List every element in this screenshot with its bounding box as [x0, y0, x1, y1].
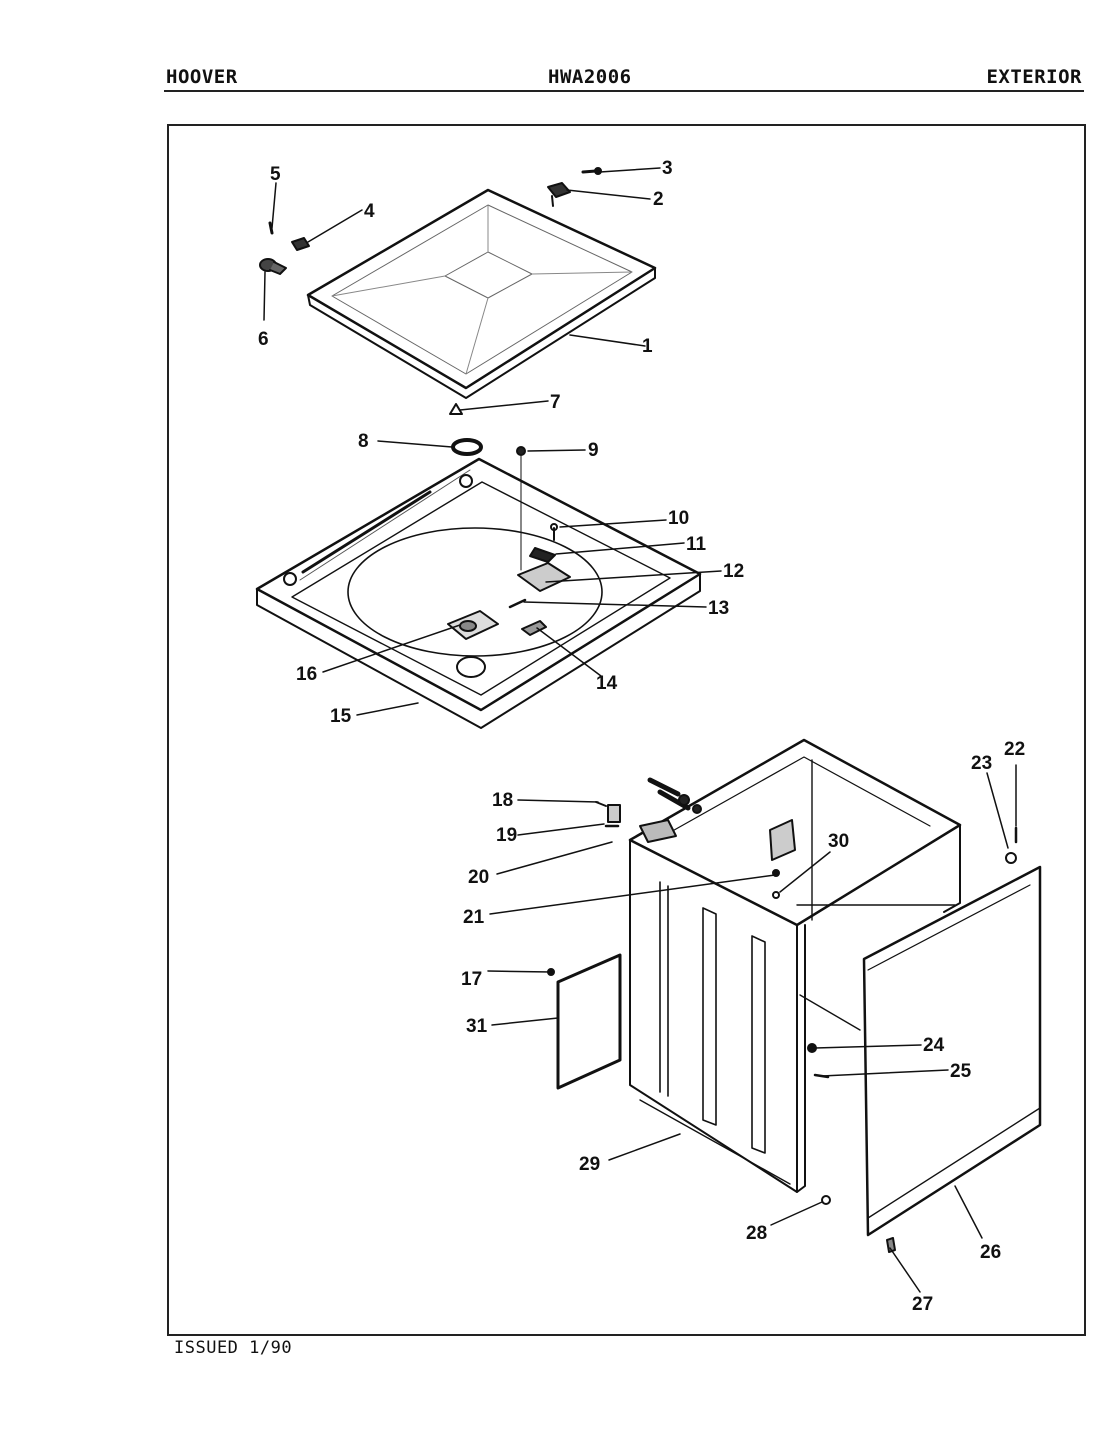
top-panel-part: [255, 446, 702, 729]
callout-15: 15: [330, 706, 352, 727]
callout-28: 28: [746, 1223, 767, 1244]
callout-30: 30: [828, 831, 849, 852]
callout-17: 17: [461, 969, 482, 990]
callout-13: 13: [708, 598, 729, 619]
callout-14: 14: [596, 673, 618, 694]
callout-31: 31: [466, 1016, 488, 1037]
section-title: EXTERIOR: [986, 66, 1082, 88]
callout-24: 24: [923, 1035, 945, 1056]
callout-3: 3: [662, 158, 673, 179]
model-number: HWA2006: [548, 66, 632, 88]
callout-29: 29: [579, 1154, 600, 1175]
brand-label: HOOVER: [166, 66, 238, 88]
callout-labels: 1 2 3 4 5 6 7 8 9 10 11 12 13 14 15 16 1…: [258, 158, 1025, 1315]
header-rule: [164, 90, 1084, 92]
callout-18: 18: [492, 790, 513, 811]
callout-21: 21: [463, 907, 485, 928]
callout-9: 9: [588, 440, 599, 461]
callout-12: 12: [723, 561, 744, 582]
leader-lines: [263, 167, 1017, 1293]
callout-23: 23: [971, 753, 992, 774]
callout-2: 2: [653, 189, 664, 210]
ring-part: [451, 438, 483, 456]
callout-25: 25: [950, 1061, 972, 1082]
callout-19: 19: [496, 825, 517, 846]
callout-16: 16: [296, 664, 317, 685]
callout-1: 1: [642, 336, 653, 357]
callout-8: 8: [358, 431, 369, 452]
callout-27: 27: [912, 1294, 933, 1315]
callout-6: 6: [258, 329, 269, 350]
callout-10: 10: [668, 508, 689, 529]
side-panel-part: [862, 826, 1042, 1253]
hinge-parts: [259, 167, 602, 415]
lid-part: [306, 188, 657, 399]
cabinet-part: [628, 738, 962, 1193]
callout-20: 20: [468, 867, 489, 888]
small-fastener-parts: [547, 801, 831, 1205]
diagram-frame: [167, 124, 1086, 1336]
callout-26: 26: [980, 1242, 1001, 1263]
callout-4: 4: [364, 201, 375, 222]
callout-11: 11: [686, 534, 707, 555]
callout-7: 7: [550, 392, 561, 413]
issued-date: ISSUED 1/90: [174, 1338, 293, 1358]
callout-5: 5: [270, 164, 281, 185]
callout-22: 22: [1004, 739, 1025, 760]
